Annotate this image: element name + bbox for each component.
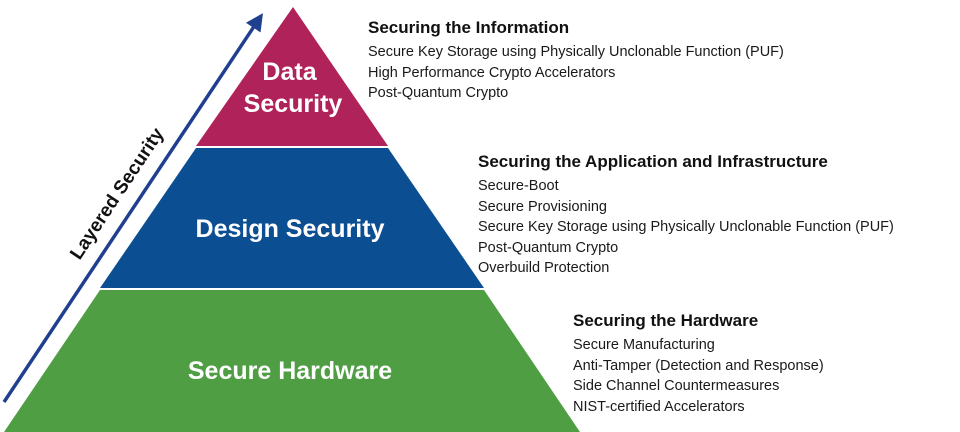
secure-hardware-heading: Securing the Hardware (573, 311, 759, 330)
list-item: Overbuild Protection (478, 260, 610, 276)
list-item: NIST-certified Accelerators (573, 398, 745, 415)
list-item: Secure Key Storage using Physically Uncl… (368, 44, 784, 60)
secure-hardware-item-list: Secure Manufacturing Anti-Tamper (Detect… (573, 335, 824, 417)
data-security-label: Data Security (244, 58, 343, 118)
list-item: Secure Key Storage using Physically Uncl… (478, 219, 894, 235)
data-security-tier (196, 7, 388, 146)
list-item: Post-Quantum Crypto (368, 85, 509, 101)
data-security-label-line-2: Security (244, 90, 343, 118)
list-item: High Performance Crypto Accelerators (368, 64, 616, 81)
data-security-heading: Securing the Information (368, 18, 570, 37)
list-item: Secure Manufacturing (573, 337, 715, 353)
design-security-label: Design Security (196, 215, 385, 243)
list-item: Secure Provisioning (478, 198, 607, 215)
layered-security-arrow (2, 13, 263, 403)
secure-hardware-description: Securing the Hardware Secure Manufacturi… (573, 310, 824, 417)
design-security-item-list: Secure-Boot Secure Provisioning Secure K… (478, 176, 894, 279)
list-item: Anti-Tamper (Detection and Response) (573, 357, 824, 374)
design-security-description: Securing the Application and Infrastruct… (478, 151, 894, 279)
secure-hardware-label: Secure Hardware (188, 357, 392, 385)
list-item: Side Channel Countermeasures (573, 378, 780, 394)
data-security-label-line-1: Data (262, 58, 317, 86)
secure-hardware-tier (4, 290, 580, 432)
design-security-tier (100, 148, 484, 288)
list-item: Post-Quantum Crypto (478, 239, 619, 256)
list-item: Secure-Boot (478, 178, 559, 194)
data-security-item-list: Secure Key Storage using Physically Uncl… (368, 42, 784, 104)
design-security-heading: Securing the Application and Infrastruct… (478, 152, 828, 171)
data-security-description: Securing the Information Secure Key Stor… (368, 17, 784, 104)
